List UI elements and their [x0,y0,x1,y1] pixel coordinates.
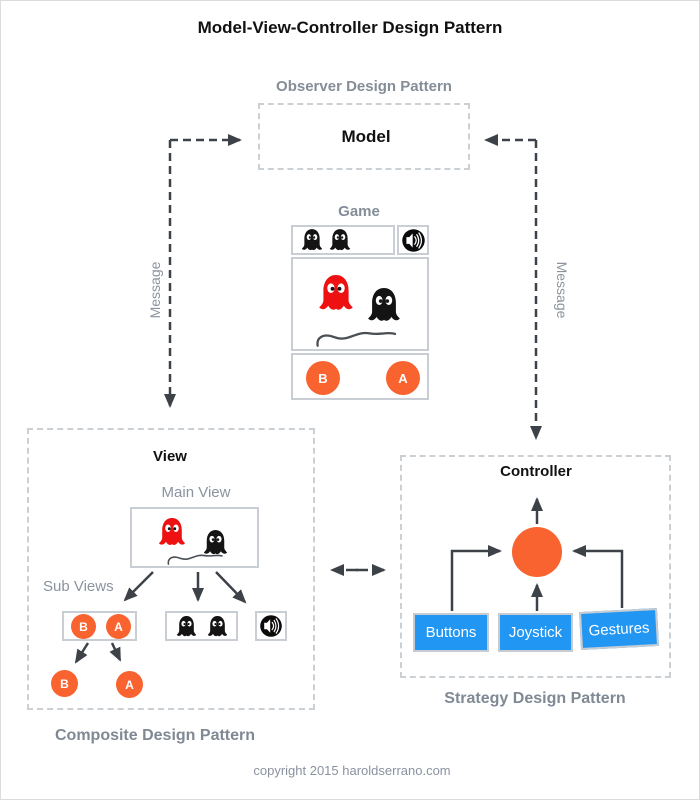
strategy-pattern-caption: Strategy Design Pattern [444,690,626,707]
black-ghost-icon [367,285,401,325]
copyright-text: copyright 2015 haroldserrano.com [253,763,451,778]
view-box [27,428,315,710]
game-hud-lives [291,225,395,255]
leaf-button-b: B [51,670,78,697]
model-label: Model [341,127,391,146]
gestures-strategy-button: Gestures [579,607,659,651]
game-panel: B A [291,225,429,400]
main-view-box [130,507,259,568]
ghost-icon [176,615,197,638]
red-ghost-icon [158,516,186,548]
speaker-icon [259,614,283,638]
subview-ghosts-box [165,611,238,641]
buttons-strategy-button: Buttons [413,613,489,652]
observer-pattern-label: Observer Design Pattern [276,78,452,95]
page-title: Model-View-Controller Design Pattern [197,18,503,37]
ghost-icon [301,228,323,252]
leaf-button-a: A [116,671,143,698]
game-label: Game [338,203,380,220]
game-hud-sound [397,225,429,255]
message-label-right: Message [554,261,570,319]
composite-pattern-caption: Composite Design Pattern [54,727,256,744]
controller-box [400,455,671,678]
wave-line [306,321,406,347]
speaker-icon [401,228,426,253]
strategy-circle [512,527,562,577]
sub-views-label: Sub Views [43,578,114,595]
subview-buttons-box: B A [62,611,137,641]
controller-title: Controller [500,463,572,480]
main-view-label: Main View [161,484,231,501]
message-label-left: Message [147,261,163,319]
ghost-icon [207,615,228,638]
game-button-a: A [386,361,420,395]
joystick-strategy-button: Joystick [498,613,573,652]
game-controls: B A [291,353,429,400]
subview-button-a: A [106,614,131,639]
wave-line [141,547,249,565]
game-stage [291,257,429,351]
subview-button-b: B [71,614,96,639]
model-box: Model [258,103,470,170]
red-ghost-icon [318,271,354,315]
view-title: View [153,448,187,465]
ghost-icon [329,228,351,252]
subview-speaker-box [255,611,287,641]
game-button-b: B [306,361,340,395]
